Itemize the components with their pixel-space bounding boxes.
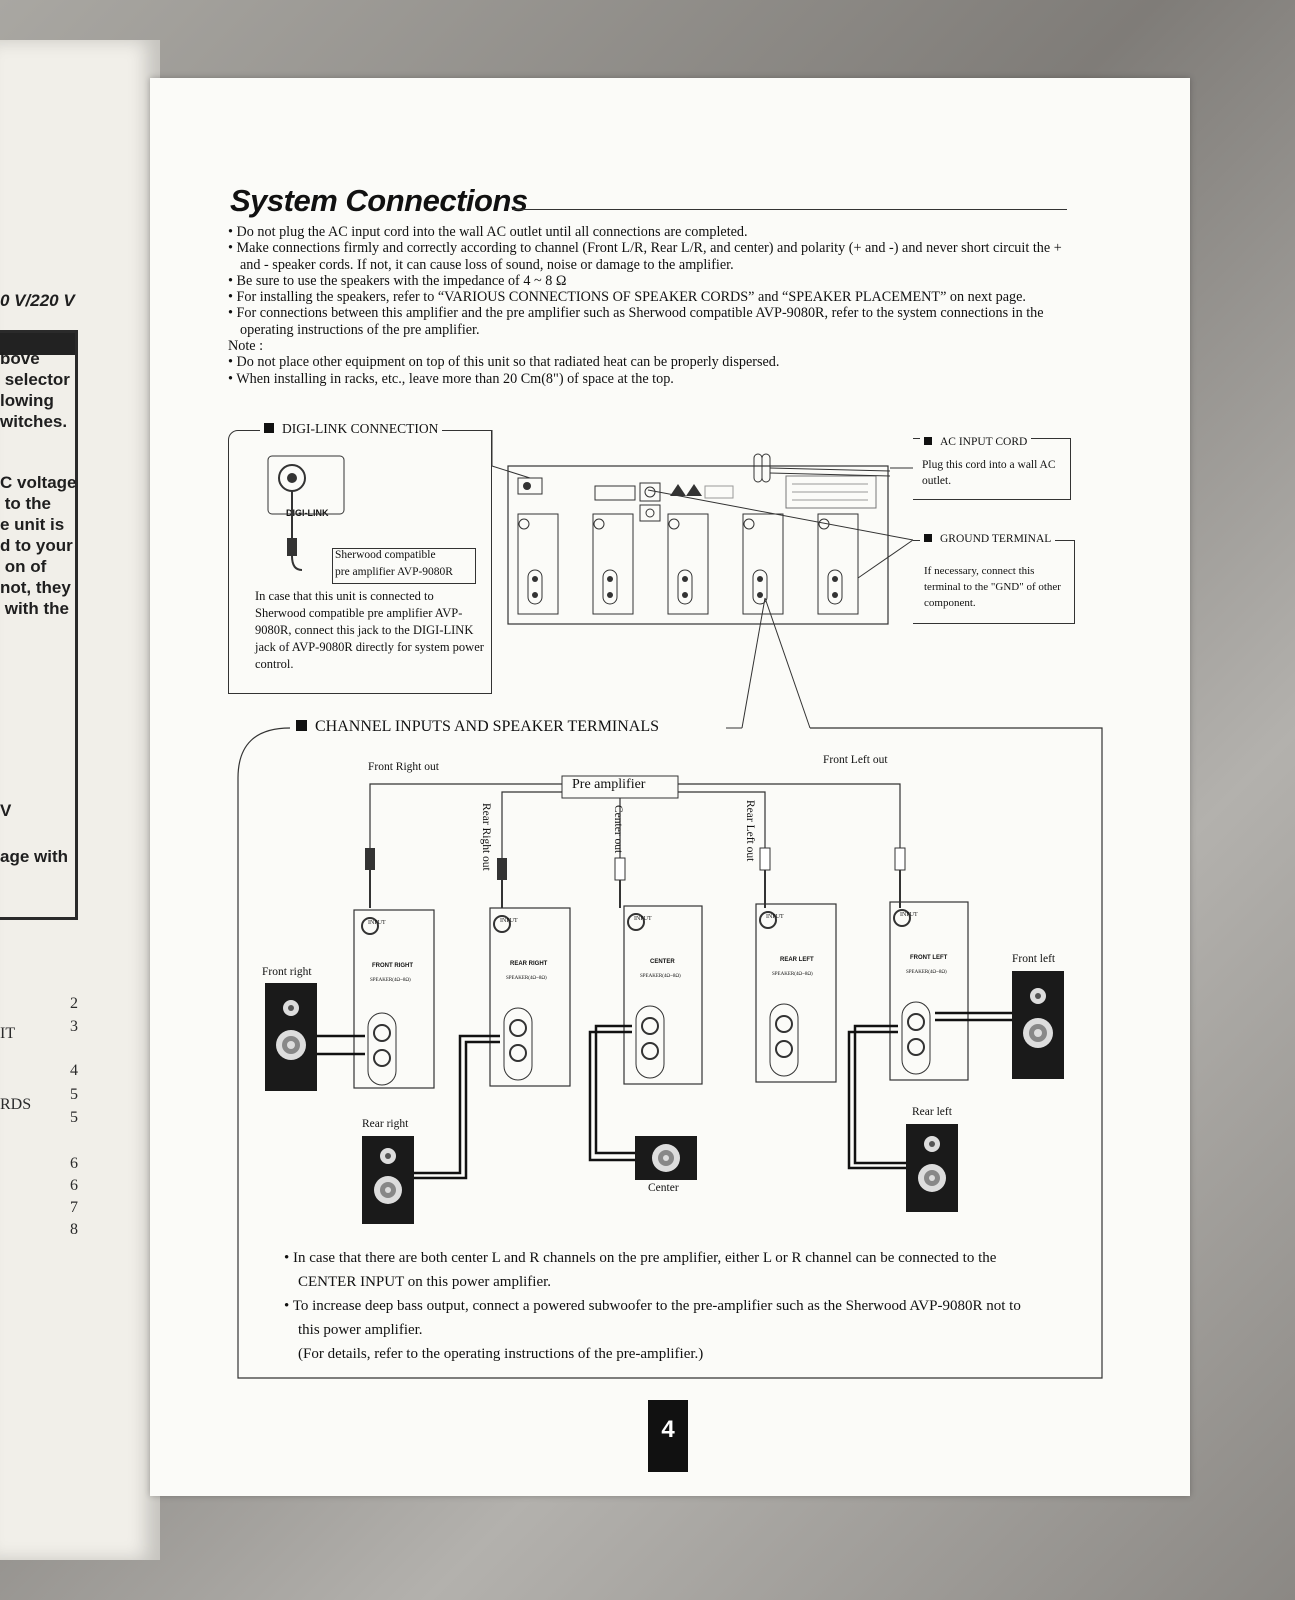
left-page-text: bove selector lowing witches. <box>0 349 70 431</box>
left-page-text: C voltage to the e unit is d to your on … <box>0 473 77 618</box>
front-right-speaker-label: Front right <box>262 966 312 978</box>
module-input-tag: INPUT <box>634 916 652 922</box>
left-page-box <box>0 330 78 920</box>
front-left-out-label: Front Left out <box>823 754 888 766</box>
module-name: REAR RIGHT <box>510 961 548 967</box>
page-title: System Connections <box>230 183 528 218</box>
title-rule <box>512 209 1067 210</box>
digilink-jack-label: DIGI-LINK <box>286 508 329 518</box>
left-toc-page: 3 <box>70 1018 78 1035</box>
digilink-callout <box>332 548 476 584</box>
speaker-center <box>635 1136 697 1180</box>
footnote-item: In case that there are both center L and… <box>284 1246 1044 1294</box>
rear-right-speaker-label: Rear right <box>362 1118 409 1130</box>
left-toc-item: RDS <box>0 1096 32 1113</box>
instruction-item: For connections between this amplifier a… <box>228 305 1078 338</box>
digilink-jack <box>267 455 345 571</box>
module-input-tag: INPUT <box>500 918 518 924</box>
left-toc-page: 2 <box>70 995 78 1012</box>
left-page-text: age with <box>0 847 69 866</box>
module-input-tag: INPUT <box>368 920 386 926</box>
digilink-title: DIGI-LINK CONNECTION <box>260 421 443 437</box>
left-toc-page: 4 <box>70 1062 78 1079</box>
note-label: Note : <box>228 338 264 355</box>
note-item: Do not place other equipment on top of t… <box>228 354 1078 370</box>
module-input-tag: INPUT <box>900 912 918 918</box>
left-page: 0 V/220 V bove selector lowing witches. … <box>0 40 160 1560</box>
amplifier-rear-panel <box>491 430 914 625</box>
module-name: REAR LEFT <box>780 957 814 963</box>
left-toc-page: 6 <box>70 1155 78 1172</box>
left-page-text: V <box>0 801 12 820</box>
instruction-item: Be sure to use the speakers with the imp… <box>228 273 1078 289</box>
left-toc-page: 5 <box>70 1109 78 1126</box>
module-input-jacks <box>361 909 911 935</box>
rear-right-out-label: Rear Right out <box>480 803 492 871</box>
rear-left-out-label: Rear Left out <box>744 800 756 862</box>
speaker-rear-left <box>906 1124 958 1212</box>
module-name: CENTER <box>650 959 675 965</box>
left-toc-page: 5 <box>70 1086 78 1103</box>
pre-amplifier-label: Pre amplifier <box>572 777 646 792</box>
center-speaker-label: Center <box>648 1182 679 1194</box>
ac-input-title: AC INPUT CORD <box>920 436 1032 448</box>
module-terminals <box>367 1001 931 1086</box>
digilink-callout-line1: Sherwood compatible <box>335 549 436 561</box>
footnote-extra: (For details, refer to the operating ins… <box>298 1346 704 1362</box>
instructions-list: Do not plug the AC input cord into the w… <box>228 224 1078 387</box>
module-speaker-tag: SPEAKER(4Ω~8Ω) <box>772 972 813 977</box>
module-input-tag: INPUT <box>766 914 784 920</box>
ground-terminal-title: GROUND TERMINAL <box>920 533 1056 545</box>
page-number: 4 <box>648 1400 688 1472</box>
digilink-description: In case that this unit is connected to S… <box>255 589 484 671</box>
instruction-item: Make connections firmly and correctly ac… <box>228 240 1078 273</box>
left-page-text: 0 V/220 V <box>0 291 75 310</box>
instruction-item: Do not plug the AC input cord into the w… <box>228 224 1078 240</box>
channel-section-title: CHANNEL INPUTS AND SPEAKER TERMINALS <box>292 718 664 736</box>
module-speaker-tag: SPEAKER(4Ω~8Ω) <box>906 970 947 975</box>
note-item: When installing in racks, etc., leave mo… <box>228 371 1078 387</box>
footnotes: In case that there are both center L and… <box>284 1246 1044 1366</box>
rca-plugs <box>365 847 906 908</box>
center-out-label: Center out <box>612 805 624 854</box>
speaker-front-right <box>265 983 317 1091</box>
speaker-rear-right <box>362 1136 414 1224</box>
footnote-item: To increase deep bass output, connect a … <box>284 1294 1044 1342</box>
connection-diagram <box>237 430 1103 1379</box>
front-right-out-label: Front Right out <box>368 761 439 773</box>
panel-channel-modules <box>517 513 859 615</box>
front-left-speaker-label: Front left <box>1012 953 1056 965</box>
digilink-callout-line2: pre amplifier AVP-9080R <box>335 566 453 578</box>
speaker-front-left <box>1012 971 1064 1079</box>
module-speaker-tag: SPEAKER(4Ω~8Ω) <box>640 974 681 979</box>
channel-modules <box>353 901 969 1089</box>
left-toc-item: IT <box>0 1025 16 1042</box>
speaker-wires <box>317 1011 1012 1180</box>
ground-terminal-description: If necessary, connect this terminal to t… <box>924 565 1061 609</box>
input-cables <box>369 783 901 858</box>
module-name: FRONT RIGHT <box>372 963 413 969</box>
module-speaker-tag: SPEAKER(4Ω~8Ω) <box>370 978 411 983</box>
rear-left-speaker-label: Rear left <box>912 1106 952 1118</box>
manual-page: System Connections Do not plug the AC in… <box>150 78 1190 1496</box>
module-speaker-tag: SPEAKER(4Ω~8Ω) <box>506 976 547 981</box>
left-toc-page: 8 <box>70 1221 78 1238</box>
left-toc-page: 7 <box>70 1199 78 1216</box>
ac-input-description: Plug this cord into a wall AC outlet. <box>922 459 1056 487</box>
instruction-item: For installing the speakers, refer to “V… <box>228 289 1078 305</box>
left-toc-page: 6 <box>70 1177 78 1194</box>
module-name: FRONT LEFT <box>910 955 948 961</box>
